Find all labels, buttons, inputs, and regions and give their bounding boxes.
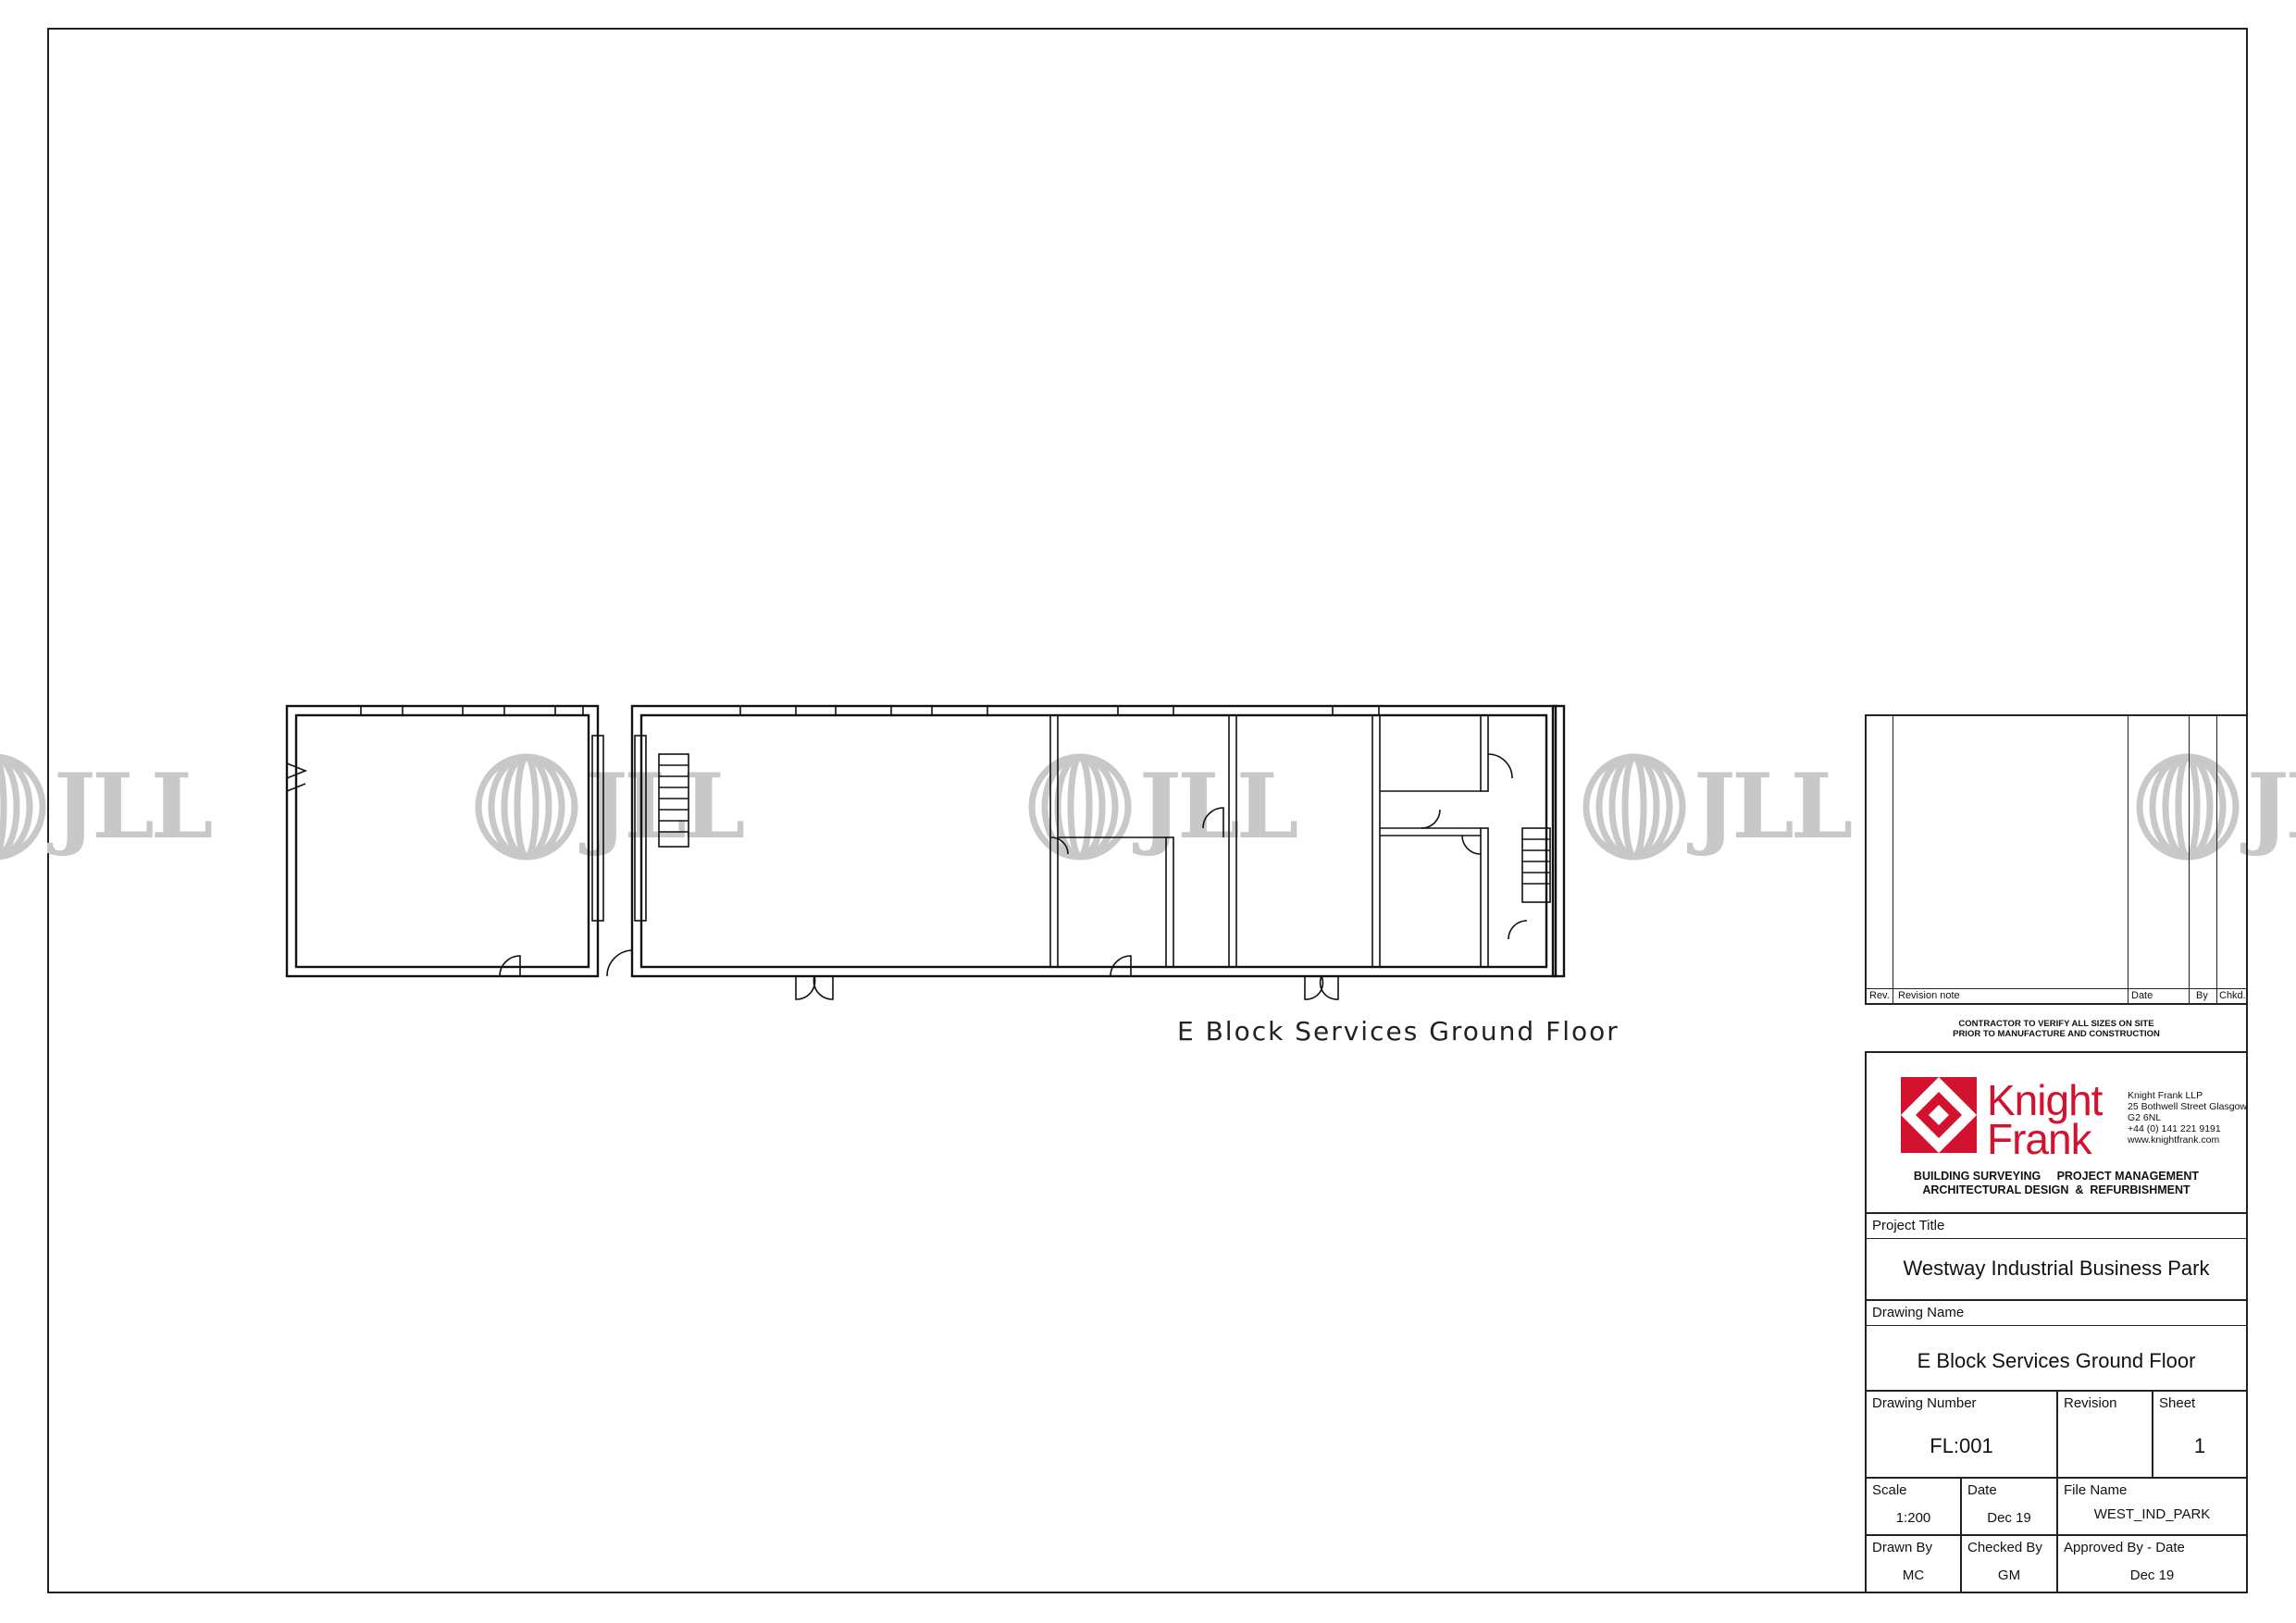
date-value: Dec 19 [1987, 1510, 2031, 1526]
sheet-cell: Sheet 1 [2152, 1390, 2248, 1479]
company-name-line2: Frank [1987, 1115, 2092, 1163]
windows [360, 705, 1380, 716]
drawn-by-label: Drawn By [1872, 1540, 1933, 1555]
door-swings [286, 753, 1528, 1000]
date-label: Date [1967, 1482, 1997, 1498]
stairs [658, 753, 1551, 903]
project-title-label: Project Title [1872, 1218, 1945, 1233]
drawing-name: E Block Services Ground Floor [1917, 1349, 2196, 1372]
drawn-by-cell: Drawn By MC [1865, 1534, 1962, 1593]
approved-by-label: Approved By - Date [2064, 1540, 2185, 1555]
watermark-text: JLL [54, 754, 213, 859]
scale-value: 1:200 [1895, 1510, 1931, 1526]
exterior-walls [285, 704, 1566, 978]
drawing-number: FL:001 [1930, 1434, 1993, 1457]
contractor-note: CONTRACTOR TO VERIFY ALL SIZES ON SITE P… [1953, 1019, 2160, 1039]
chkd-header: Chkd. [2219, 990, 2246, 1001]
revision-cell: Revision [2056, 1390, 2153, 1479]
drawing-number-cell: Drawing Number FL:001 [1865, 1390, 2058, 1479]
drawing-number-label: Drawing Number [1872, 1395, 1977, 1411]
watermark-text: JLL [1694, 754, 1853, 859]
title-block: Rev. Revision note Date By Chkd. CONTRAC… [1865, 714, 2248, 1593]
checked-by-label: Checked By [1967, 1540, 2042, 1555]
interior-walls [591, 714, 1489, 968]
plan-label: E Block Services Ground Floor [1177, 1016, 1620, 1047]
company-services: BUILDING SURVEYING PROJECT MANAGEMENT AR… [1913, 1170, 2200, 1196]
checked-by-cell: Checked By GM [1960, 1534, 2058, 1593]
company-block: Knight Frank Knight Frank LLP 25 Bothwel… [1865, 1051, 2248, 1214]
revision-note-header: Revision note [1898, 990, 1960, 1001]
company-address: Knight Frank LLP 25 Bothwell Street Glas… [2128, 1090, 2247, 1146]
watermark-text: JLL [1139, 754, 1298, 859]
scale-label: Scale [1872, 1482, 1907, 1498]
scale-cell: Scale 1:200 [1865, 1477, 1962, 1536]
knight-frank-logo-icon [1901, 1077, 1977, 1153]
jll-watermark: JLL [2128, 751, 2296, 862]
date-cell: Date Dec 19 [1960, 1477, 2058, 1536]
date-header: Date [2131, 990, 2153, 1001]
approved-by-value: Dec 19 [2129, 1567, 2175, 1583]
project-title-cell: Project Title Westway Industrial Busines… [1865, 1212, 2248, 1301]
checked-by-value: GM [1997, 1567, 2021, 1583]
floor-plan [285, 704, 1566, 1000]
drawn-by-value: MC [1902, 1567, 1925, 1583]
file-name-cell: File Name WEST_IND_PARK [2056, 1477, 2248, 1536]
revision-label: Revision [2064, 1395, 2117, 1411]
drawing-name-cell: Drawing Name E Block Services Ground Flo… [1865, 1299, 2248, 1392]
project-title: Westway Industrial Business Park [1903, 1257, 2210, 1280]
rev-header: Rev. [1869, 990, 1890, 1001]
sheet-value: 1 [2193, 1434, 2206, 1457]
file-name-label: File Name [2064, 1482, 2128, 1498]
company-name-line1: Knight [1987, 1076, 2103, 1124]
jll-logo-icon [0, 753, 46, 861]
approved-by-cell: Approved By - Date Dec 19 [2056, 1534, 2248, 1593]
file-name-value: WEST_IND_PARK [2093, 1506, 2211, 1522]
jll-watermark: JLL [1575, 751, 1853, 862]
jll-watermark: JLL [0, 751, 213, 862]
sheet-label: Sheet [2159, 1395, 2196, 1411]
jll-logo-icon [2136, 753, 2240, 861]
watermark-text: JLL [2247, 754, 2296, 859]
revision-table: Rev. Revision note Date By Chkd. [1865, 714, 2248, 1005]
jll-logo-icon [1582, 753, 1686, 861]
by-header: By [2196, 990, 2208, 1001]
drawing-name-label: Drawing Name [1872, 1305, 1965, 1320]
jll-logo-icon [475, 753, 578, 861]
